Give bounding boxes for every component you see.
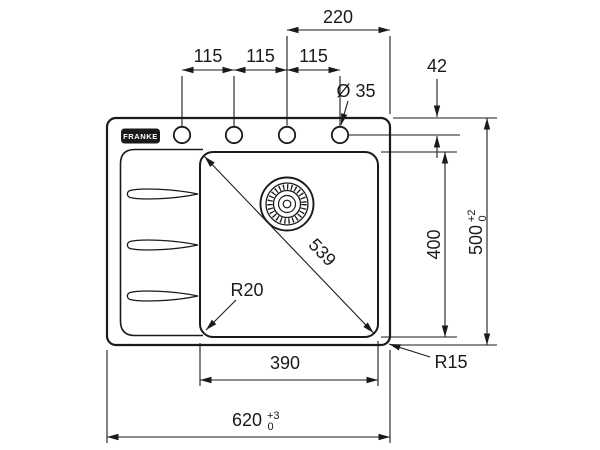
dim-bowl-length-label: 400	[424, 229, 444, 259]
dim-rear-offset: 42	[349, 56, 497, 158]
brand-logo: FRANKE	[121, 128, 160, 144]
drain-center	[282, 199, 292, 209]
dim-overall-width-tol-lower: 0	[268, 421, 274, 433]
dim-bowl-width: 390	[199, 341, 379, 386]
dim-overall-width-tol-upper: +3	[267, 410, 280, 422]
dim-overall-depth: 500 +2 0	[393, 118, 497, 346]
dim-overall-width-label: 620	[232, 410, 262, 430]
leader-line	[340, 100, 349, 126]
drainboard-grooves	[126, 188, 199, 302]
drain-ring-3	[272, 189, 302, 219]
sink-outline: FRANKE	[105, 116, 392, 347]
dim-bowl-corner-radius-label: R20	[230, 280, 263, 300]
dim-rear-offset-label: 42	[427, 56, 447, 76]
tap-hole-4	[330, 125, 350, 145]
dim-overall-depth-label: 500	[466, 225, 486, 255]
drainboard-rim	[119, 148, 203, 337]
dim-pitch-2-label: 115	[246, 46, 275, 66]
brand-logo-text: FRANKE	[123, 132, 158, 141]
dim-outer-corner-radius-label: R15	[434, 352, 467, 372]
dimensions: 220 115 115 115 Ø 35 42	[106, 7, 497, 443]
drain-ring-4	[277, 194, 297, 214]
leader-line	[388, 343, 431, 358]
dim-top-width-label: 220	[323, 7, 353, 27]
tap-hole-2	[224, 125, 244, 145]
dim-bowl-length: 400	[381, 151, 457, 338]
leader-line	[205, 299, 237, 331]
dim-hole-diameter: Ø 35	[336, 81, 376, 126]
dim-overall-width: 620 +3 0	[106, 350, 391, 443]
groove-3	[126, 290, 199, 302]
dim-line	[204, 156, 374, 334]
dim-bowl-width-label: 390	[270, 353, 300, 373]
tap-hole-3	[277, 125, 297, 145]
groove-2	[126, 239, 199, 251]
drain-knurl-ring	[267, 184, 307, 224]
brand-logo-plate	[121, 128, 160, 144]
tap-holes	[172, 125, 350, 145]
dim-pitch-3-label: 115	[299, 46, 328, 66]
bowl-edge	[199, 151, 379, 338]
dim-top-width: 220	[286, 7, 391, 126]
dim-overall-depth-tol-lower: 0	[477, 215, 489, 221]
dim-outer-corner-radius: R15	[388, 343, 468, 372]
dim-hole-diameter-label: Ø 35	[336, 81, 375, 101]
dim-overall-depth-tol-upper: +2	[466, 209, 478, 222]
sink-outer-edge	[105, 116, 392, 347]
dim-hole-pitch: 115 115 115	[181, 46, 341, 126]
groove-1	[126, 188, 199, 200]
tap-hole-1	[172, 125, 192, 145]
dim-bowl-corner-radius: R20	[205, 280, 264, 331]
dim-pitch-1-label: 115	[194, 46, 223, 66]
dim-diagonal-label: 539	[305, 235, 340, 271]
